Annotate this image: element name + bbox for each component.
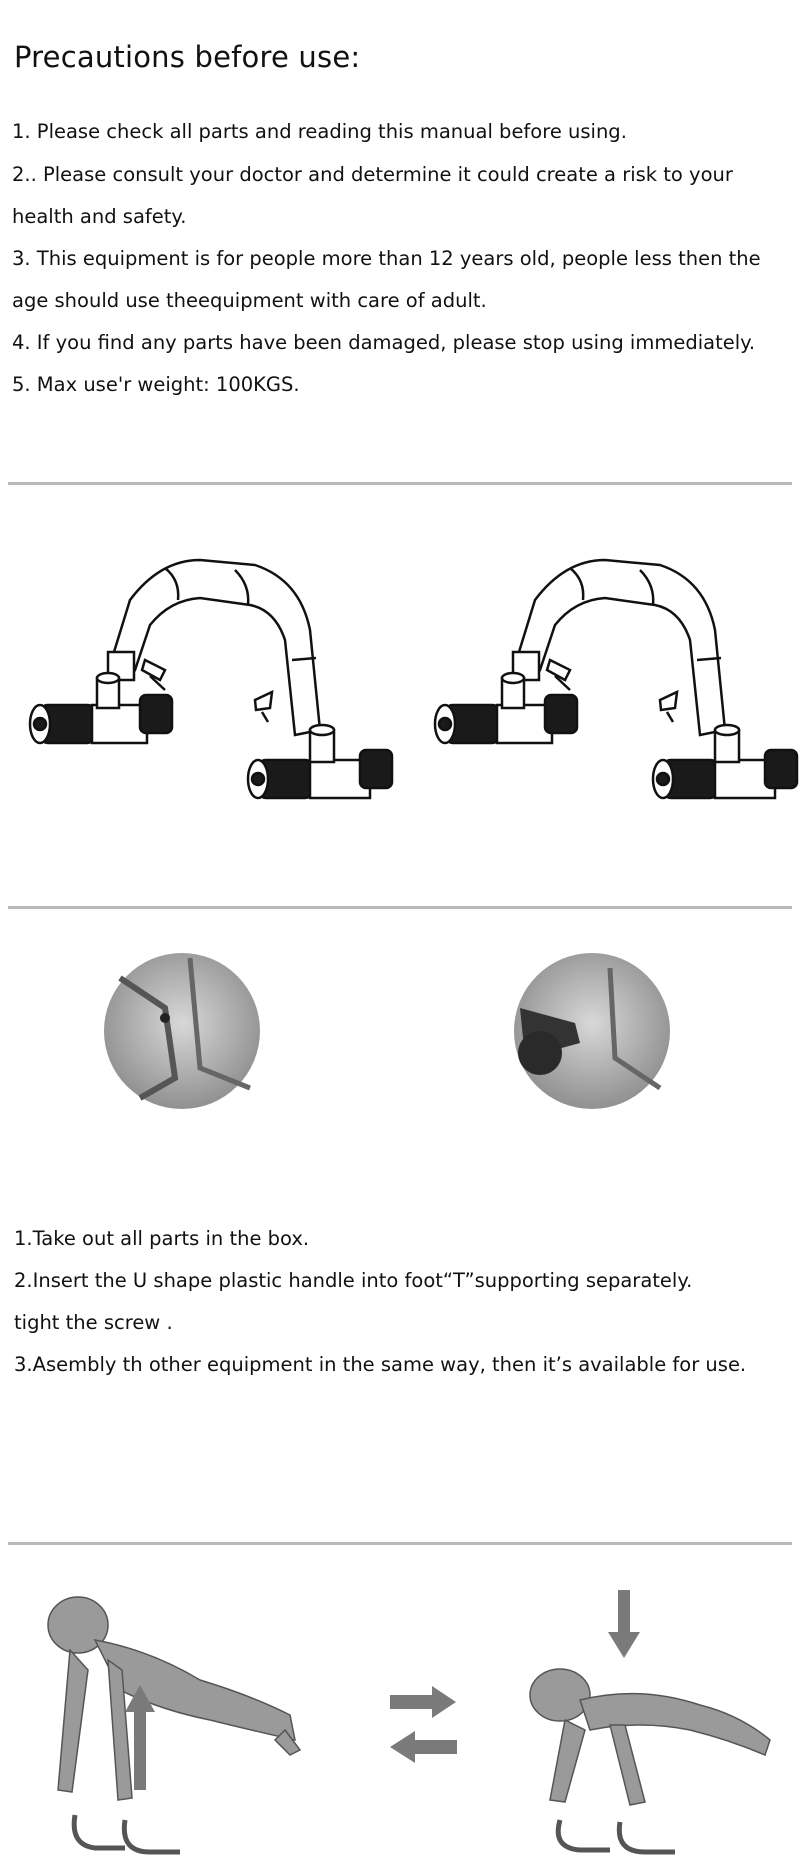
page-title: Precautions before use:	[14, 40, 361, 74]
screw-closeup-icon	[104, 953, 670, 1109]
precaution-line: 4. If you find any parts have been damag…	[12, 331, 756, 354]
section-divider	[8, 1542, 792, 1545]
assembly-step: tight the screw .	[14, 1311, 173, 1334]
assembly-step: 1.Take out all parts in the box.	[14, 1227, 310, 1250]
precaution-line: 3. This equipment is for people more tha…	[12, 247, 761, 270]
precaution-line: 1. Please check all parts and reading th…	[12, 120, 627, 143]
precaution-line: 2.. Please consult your doctor and deter…	[12, 163, 733, 186]
precaution-line: 5. Max use'r weight: 100KGS.	[12, 373, 300, 396]
section-divider	[8, 906, 792, 909]
pushup-bar-parts-icon	[28, 558, 799, 800]
precaution-line: health and safety.	[12, 205, 187, 228]
pushup-figure-icon	[47, 1590, 771, 1855]
assembly-step: 2.Insert the U shape plastic handle into…	[14, 1269, 693, 1292]
precaution-line: age should use theequipment with care of…	[12, 289, 487, 312]
section-divider	[8, 482, 792, 485]
assembly-step: 3.Asembly th other equipment in the same…	[14, 1353, 747, 1376]
